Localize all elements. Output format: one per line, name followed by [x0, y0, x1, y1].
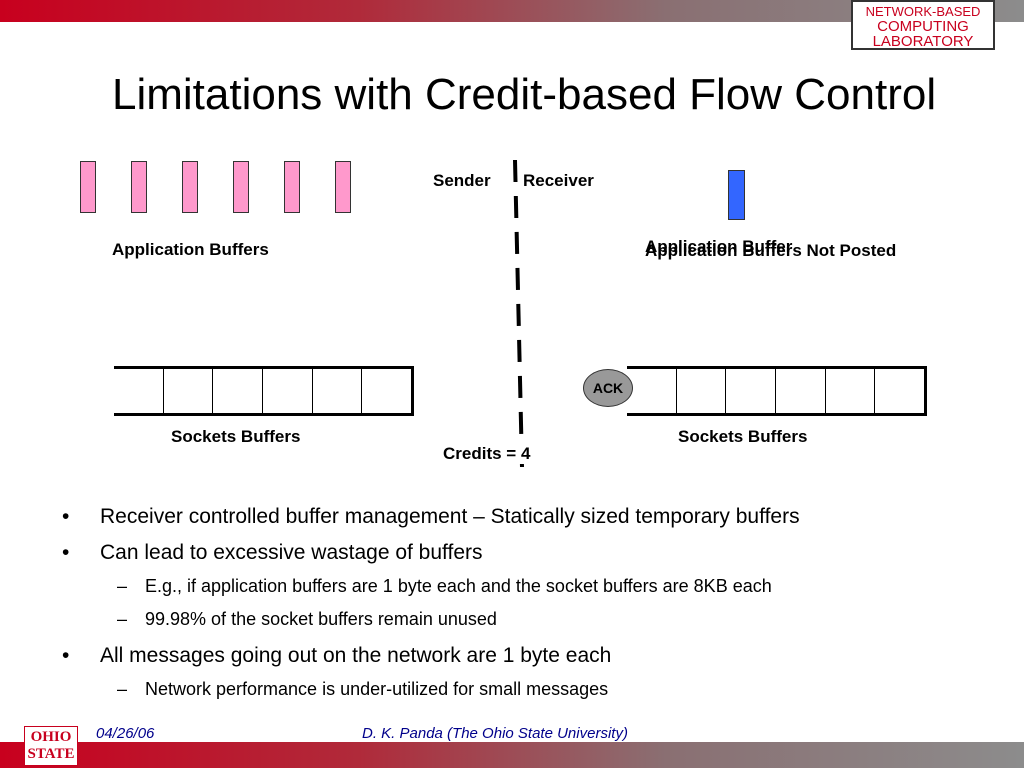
bullet-marker: •	[62, 505, 70, 528]
lab-logo-line-3: LABORATORY	[872, 33, 974, 50]
bottom-banner	[0, 742, 1024, 768]
sender-label: Sender	[433, 171, 491, 190]
socket-buffer-cell	[162, 369, 213, 413]
bullet-text: Can lead to excessive wastage of buffers	[100, 541, 483, 564]
socket-buffer-cell	[627, 369, 676, 413]
sub-bullet-text: E.g., if application buffers are 1 byte …	[145, 576, 772, 596]
bullet-marker: •	[62, 644, 70, 667]
sub-bullet-marker: –	[117, 576, 128, 596]
receiver-socket-buffers	[627, 366, 927, 416]
lab-logo: NETWORK-BASED COMPUTING LABORATORY	[851, 0, 995, 50]
credits-label: Credits = 4	[443, 444, 531, 464]
receiver-app-buffers-label: Application Buffers Not Posted	[645, 241, 897, 260]
ack-message: ACK	[583, 369, 633, 407]
divider-dashed-line	[513, 159, 524, 468]
bullet-text: Receiver controlled buffer management – …	[100, 505, 800, 528]
lab-logo-line-2: COMPUTING	[877, 18, 969, 35]
sender-socket-buffers-label: Sockets Buffers	[171, 427, 301, 446]
sender-receiver-divider	[513, 159, 524, 468]
sub-bullet-text: Network performance is under-utilized fo…	[145, 679, 609, 699]
sender-app-buffer	[335, 161, 351, 213]
receiver-socket-buffers-label: Sockets Buffers	[678, 427, 808, 446]
sub-bullet-marker: –	[117, 609, 128, 629]
socket-buffer-cell	[311, 369, 362, 413]
socket-buffer-cell	[675, 369, 726, 413]
receiver-label: Receiver	[523, 171, 594, 190]
sub-bullet-marker: –	[117, 679, 128, 699]
receiver-application-buffer	[728, 170, 745, 220]
bullet-text: All messages going out on the network ar…	[100, 644, 612, 667]
sender-socket-buffers	[114, 366, 414, 416]
sender-app-buffer	[284, 161, 300, 213]
top-banner	[0, 0, 1024, 22]
receiver-app-buffer-label: Application Buffer	[645, 237, 793, 256]
socket-buffer-cell	[361, 369, 411, 413]
footer-date: 04/26/06	[96, 725, 155, 742]
socket-buffer-cell	[212, 369, 262, 413]
socket-buffer-cell	[824, 369, 875, 413]
socket-buffer-cell	[874, 369, 924, 413]
bullet-marker: •	[62, 541, 70, 564]
socket-buffer-cell	[725, 369, 775, 413]
sender-app-buffer	[182, 161, 198, 213]
slide-title: Limitations with Credit-based Flow Contr…	[112, 70, 937, 119]
osu-logo-line-1: OHIO	[30, 729, 72, 745]
lab-logo-line-1: NETWORK-BASED	[865, 4, 981, 19]
footer-author: D. K. Panda (The Ohio State University)	[362, 725, 628, 742]
osu-logo-line-2: STATE	[27, 746, 75, 762]
socket-buffer-cell	[114, 369, 163, 413]
sender-app-buffer	[131, 161, 147, 213]
socket-buffer-cell	[775, 369, 825, 413]
sub-bullet-text: 99.98% of the socket buffers remain unus…	[145, 609, 497, 629]
sender-app-buffer	[233, 161, 249, 213]
sender-app-buffer	[80, 161, 96, 213]
osu-logo: OHIO STATE	[24, 726, 78, 766]
socket-buffer-cell	[262, 369, 312, 413]
sender-app-buffers-label: Application Buffers	[112, 240, 269, 259]
